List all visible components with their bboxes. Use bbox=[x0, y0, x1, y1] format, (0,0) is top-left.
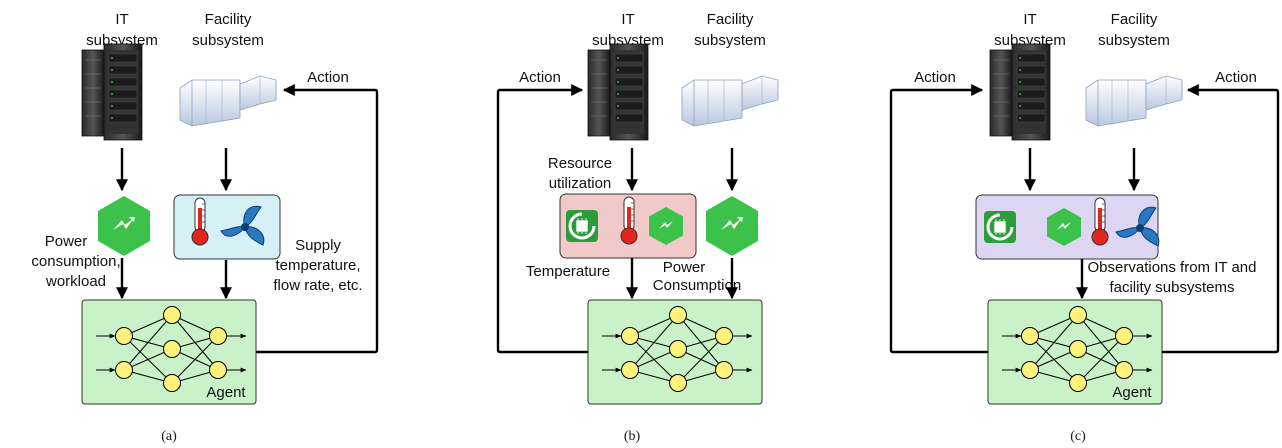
caption-b: (b) bbox=[624, 429, 641, 444]
cpu-chip-icon bbox=[982, 209, 1018, 245]
server-rack-icon bbox=[989, 43, 1051, 141]
facility-label-line2: subsystem bbox=[1098, 32, 1170, 49]
left-obs-line3: workload bbox=[45, 273, 106, 290]
server-rack-icon bbox=[81, 43, 143, 141]
action-left-label: Action bbox=[914, 69, 956, 86]
panel-c: IT subsystem Facility subsystem Observat… bbox=[889, 11, 1280, 444]
panel-a: IT subsystem Facility subsystem Power co… bbox=[31, 11, 379, 444]
panel-b: IT subsystem Facility subsystem Resource… bbox=[496, 11, 779, 444]
action-right-label: Action bbox=[1215, 69, 1257, 86]
power-label-line2: Consumption bbox=[653, 277, 741, 294]
action-label: Action bbox=[519, 69, 561, 86]
it-label-line1: IT bbox=[115, 11, 128, 28]
resource-label-line2: utilization bbox=[549, 175, 612, 192]
resource-label-line1: Resource bbox=[548, 155, 612, 172]
it-label-line1: IT bbox=[1023, 11, 1036, 28]
facility-obs-box bbox=[173, 194, 281, 260]
power-label-line1: Power bbox=[663, 259, 706, 276]
facility-label-line2: subsystem bbox=[192, 32, 264, 49]
facility-label-line1: Facility bbox=[205, 11, 252, 28]
left-obs-line1: Power bbox=[45, 233, 88, 250]
temperature-label: Temperature bbox=[526, 263, 610, 280]
facility-label-line2: subsystem bbox=[694, 32, 766, 49]
cpu-chip-icon bbox=[564, 208, 600, 244]
caption-a: (a) bbox=[161, 429, 177, 444]
agent-label: Agent bbox=[206, 384, 246, 401]
air-handler-icon bbox=[1085, 75, 1183, 127]
obs-label-line1: Observations from IT and bbox=[1088, 259, 1257, 276]
air-handler-icon bbox=[681, 75, 779, 127]
facility-label-line1: Facility bbox=[707, 11, 754, 28]
right-obs-line2: temperature, bbox=[275, 257, 360, 274]
right-obs-line1: Supply bbox=[295, 237, 341, 254]
air-handler-icon bbox=[179, 75, 277, 127]
power-hexagon-icon-facility bbox=[706, 196, 758, 256]
server-rack-icon bbox=[587, 43, 649, 141]
agent-label: Agent bbox=[1112, 384, 1152, 401]
facility-label-line1: Facility bbox=[1111, 11, 1158, 28]
caption-c: (c) bbox=[1070, 429, 1086, 444]
it-label-line1: IT bbox=[621, 11, 634, 28]
power-hexagon-icon bbox=[98, 196, 150, 256]
obs-label-line2: facility subsystems bbox=[1109, 279, 1234, 296]
left-obs-line2: consumption, bbox=[31, 253, 120, 270]
action-label: Action bbox=[307, 69, 349, 86]
right-obs-line3: flow rate, etc. bbox=[273, 277, 362, 294]
